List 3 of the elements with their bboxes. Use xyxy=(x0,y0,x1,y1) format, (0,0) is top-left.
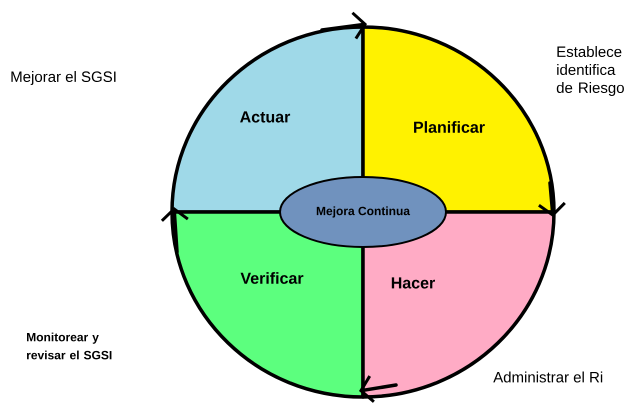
side-note: Establece identifica de Riesgo xyxy=(556,46,624,96)
side-note: Mejorar el SGSI xyxy=(11,71,116,85)
side-note: Monitorear y revisar el SGSI xyxy=(27,332,112,360)
